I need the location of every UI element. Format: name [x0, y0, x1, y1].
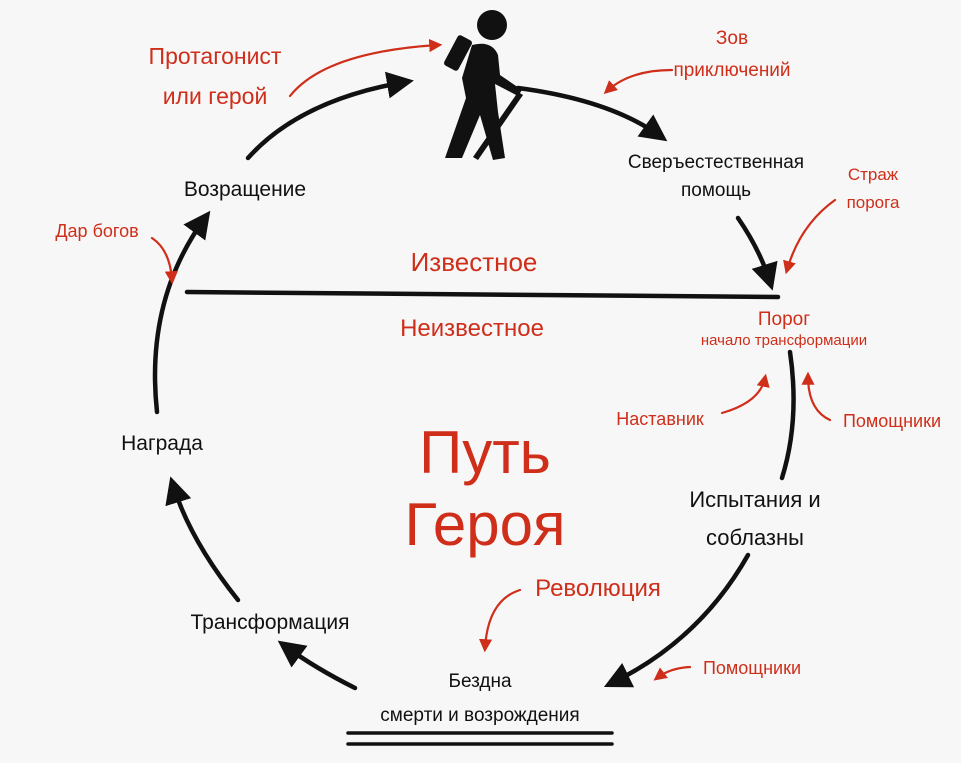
stage-reward: Награда: [121, 432, 203, 455]
annotation-call-1: Зов: [716, 28, 748, 49]
arrow-helpers-bottom: [653, 665, 692, 681]
annotation-helpers-bottom: Помощники: [703, 658, 801, 678]
hiker-icon: [444, 10, 523, 160]
arrow-trials-to-abyss: [603, 552, 751, 688]
known-unknown-divider: [184, 289, 781, 300]
annotation-helpers-right: Помощники: [843, 411, 941, 431]
stage-supernatural-1: Сверъестественная: [628, 152, 804, 173]
arrow-helpers-right: [801, 371, 832, 422]
stage-threshold-1: Порог: [758, 309, 810, 330]
title-line-1: Путь: [419, 419, 551, 486]
stage-threshold-2: начало трансформации: [701, 332, 867, 349]
stage-return: Возращение: [184, 178, 306, 201]
arrow-threshold-to-trials: [779, 349, 796, 481]
arrow-transformation-to-reward: [165, 476, 241, 603]
annotation-call-2: приключений: [673, 60, 790, 81]
stage-abyss-1: Бездна: [448, 671, 511, 692]
annotation-protagonist-1: Протагонист: [149, 43, 282, 69]
arrow-call: [603, 68, 674, 94]
stage-trials-1: Испытания и: [689, 487, 820, 512]
title-line-2: Героя: [404, 491, 565, 558]
annotation-guardian-1: Страж: [848, 165, 899, 184]
arrow-abyss-to-transformation: [277, 640, 358, 691]
annotation-gift: Дар богов: [55, 221, 138, 241]
arrow-protagonist: [288, 38, 443, 98]
annotation-protagonist-2: или герой: [163, 83, 268, 109]
stage-transformation: Трансформация: [191, 611, 350, 634]
arrow-hero-to-supernatural: [515, 85, 668, 142]
arrow-guardian: [783, 198, 837, 275]
stage-supernatural-2: помощь: [681, 180, 751, 201]
stage-trials-2: соблазны: [706, 525, 804, 550]
arrow-revolution: [478, 588, 522, 653]
annotation-mentor: Наставник: [616, 409, 704, 429]
annotation-guardian-2: порога: [847, 193, 900, 212]
arrow-reward-to-return: [152, 210, 211, 415]
arrow-gift: [150, 236, 178, 285]
zone-unknown: Неизвестное: [400, 315, 544, 342]
arrow-return-to-hero: [245, 71, 414, 161]
arrow-supernatural-to-threshold: [735, 215, 778, 291]
stage-abyss-2: смерти и возрождения: [380, 705, 579, 726]
zone-known: Известное: [411, 247, 538, 277]
arrow-mentor: [720, 373, 770, 415]
annotation-revolution: Революция: [535, 575, 661, 602]
